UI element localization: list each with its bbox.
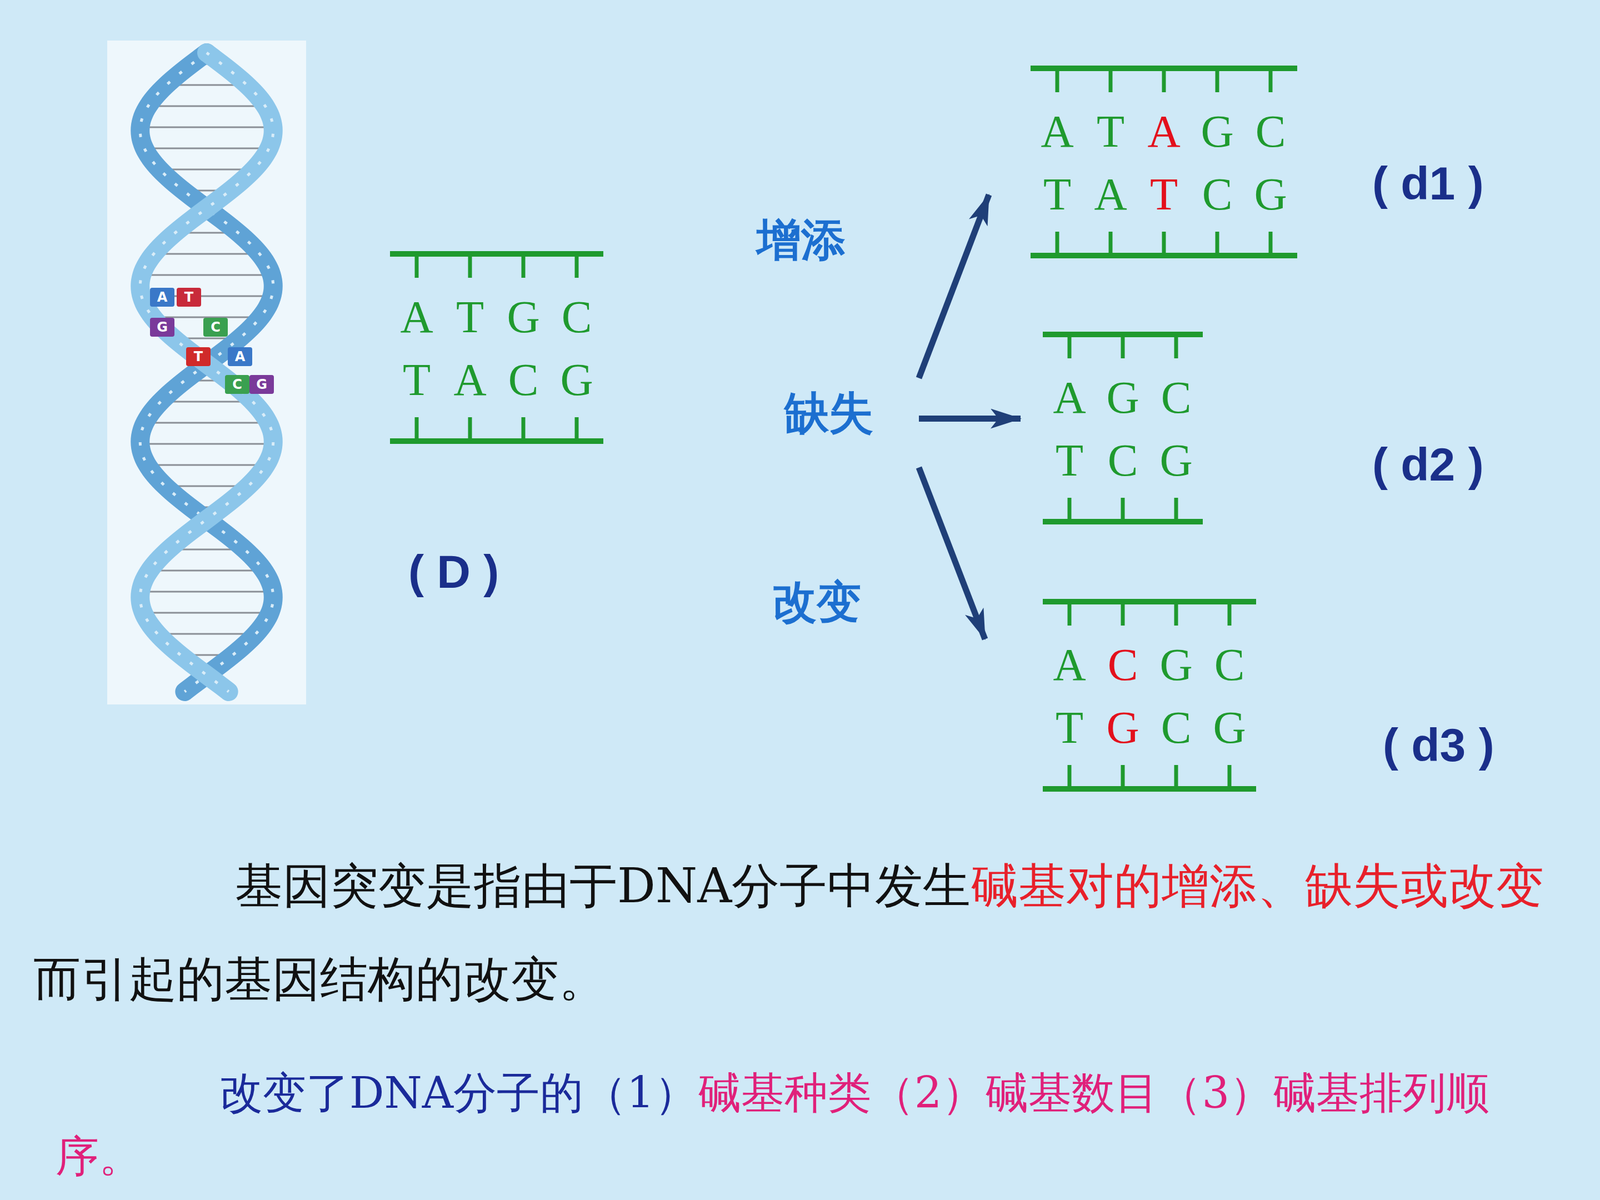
backbone-tick	[1121, 765, 1125, 789]
backbone-tick	[1067, 497, 1072, 522]
backbone-line	[1042, 598, 1257, 605]
backbone-tick	[468, 253, 473, 278]
backbone-line	[1042, 786, 1257, 792]
base-sequence: TATCG	[1030, 162, 1298, 226]
helix-strand	[140, 52, 273, 692]
helix-rung	[147, 464, 267, 467]
explanation-paragraph: 改变了DNA分子的（1）碱基种类（2）碱基数目（3）碱基排列顺序。	[55, 1061, 1528, 1188]
backbone-tick	[1227, 765, 1232, 789]
helix-rung	[143, 612, 270, 614]
dna-backbone	[1042, 331, 1203, 525]
backbone-tick	[415, 253, 419, 278]
helix-rung	[147, 105, 265, 108]
backbone-tick	[1215, 231, 1220, 256]
helix-rung	[140, 126, 273, 129]
fragment-label: ( d1 )	[1372, 152, 1484, 214]
helix-rung	[140, 591, 273, 593]
base-sequence: AGC	[1042, 366, 1203, 429]
backbone-tick	[1121, 497, 1125, 522]
fragment-label: ( d3 )	[1382, 714, 1495, 776]
explanation-text: 改变了DNA分子的（1）	[219, 1067, 698, 1118]
backbone-tick	[1067, 765, 1072, 789]
dna-backbone	[1030, 65, 1298, 259]
helix-rung	[144, 147, 270, 150]
helix-rung	[145, 422, 269, 424]
explanation-paragraph: 基因突变是指由于DNA分子中发生碱基对的增添、缺失或改变而引起的基因结构的改变。	[33, 838, 1573, 1026]
base-pair-ladder: ACGCTGCG	[1042, 598, 1257, 792]
backbone-tick	[1108, 231, 1113, 256]
backbone-tick	[521, 253, 526, 278]
helix-strand-texture	[140, 52, 273, 692]
helix-rung	[149, 570, 264, 572]
dna-fragment: AGCTCG( d2 )	[1020, 331, 1203, 525]
backbone-tick	[1067, 601, 1072, 626]
backbone-tick	[415, 417, 419, 442]
backbone-tick	[1121, 334, 1125, 359]
base-sequence: TCG	[1042, 428, 1203, 492]
base-sequence: TGCG	[1042, 696, 1257, 759]
dna-backbone	[1042, 598, 1257, 792]
mutation-arrow	[918, 415, 1021, 422]
backbone-tick	[1174, 497, 1179, 522]
helix-rung	[141, 274, 272, 277]
base-pair-ladder: ATAGCTATCG	[1030, 65, 1298, 259]
fragment-label: ( d2 )	[1372, 433, 1484, 495]
backbone-tick	[468, 417, 473, 442]
backbone-tick	[1055, 68, 1060, 93]
backbone-tick	[1067, 334, 1072, 359]
base-tag: T	[186, 347, 211, 367]
base-tag: G	[150, 317, 175, 337]
illustration-panel	[107, 40, 307, 705]
helix-rung	[153, 253, 260, 255]
explanation-text: 而引起的基因结构的改变。	[33, 951, 607, 1007]
mutation-type-label: 缺失	[774, 385, 884, 442]
backbone-tick	[521, 417, 526, 442]
backbone-tick	[1162, 68, 1167, 93]
mutation-arrow	[918, 195, 989, 379]
fragment-label: ( D )	[408, 541, 499, 603]
backbone-tick	[1174, 765, 1179, 789]
helix-strand	[140, 52, 273, 692]
base-pair-ladder: ATGCTACG	[390, 251, 604, 444]
backbone-line	[390, 438, 604, 444]
helix-rung	[157, 633, 256, 635]
helix-rung	[140, 443, 274, 445]
backbone-tick	[1121, 601, 1125, 626]
base-tag: C	[203, 317, 228, 337]
mutation-type-label: 增添	[746, 212, 856, 268]
base-sequence: ATGC	[390, 285, 604, 349]
explanation-text: 基因突变是指由于DNA分子中发生	[235, 857, 971, 914]
explanation-text: 碱基对的增添、缺失或改变	[970, 857, 1544, 914]
backbone-tick	[1174, 334, 1179, 359]
backbone-tick	[1215, 68, 1220, 93]
backbone-tick	[1227, 601, 1232, 626]
backbone-tick	[1268, 231, 1273, 256]
backbone-line	[390, 251, 604, 257]
base-sequence: TACG	[390, 348, 604, 412]
backbone-tick	[575, 253, 579, 278]
base-tag: A	[150, 287, 175, 307]
base-tag: C	[225, 375, 250, 394]
dna-backbone	[390, 251, 604, 444]
dna-fragment: ACGCTGCG( d3 )	[985, 598, 1257, 792]
backbone-tick	[1268, 68, 1273, 93]
dna-fragment: ATAGCTATCG( d1 )	[988, 65, 1298, 259]
backbone-tick	[1108, 68, 1113, 93]
mutation-type-label: 改变	[762, 574, 872, 630]
backbone-tick	[1162, 231, 1167, 256]
base-sequence: ACGC	[1042, 633, 1257, 697]
base-pair-ladder: AGCTCG	[1042, 331, 1203, 525]
mutation-arrow	[918, 467, 985, 640]
base-tag: G	[249, 375, 274, 394]
base-tag: A	[227, 347, 253, 367]
base-sequence: ATAGC	[1030, 100, 1298, 163]
backbone-tick	[1174, 601, 1179, 626]
backbone-tick	[1055, 231, 1060, 256]
backbone-tick	[575, 417, 579, 442]
base-tag: T	[176, 287, 202, 307]
helix-strand-texture	[140, 52, 273, 692]
